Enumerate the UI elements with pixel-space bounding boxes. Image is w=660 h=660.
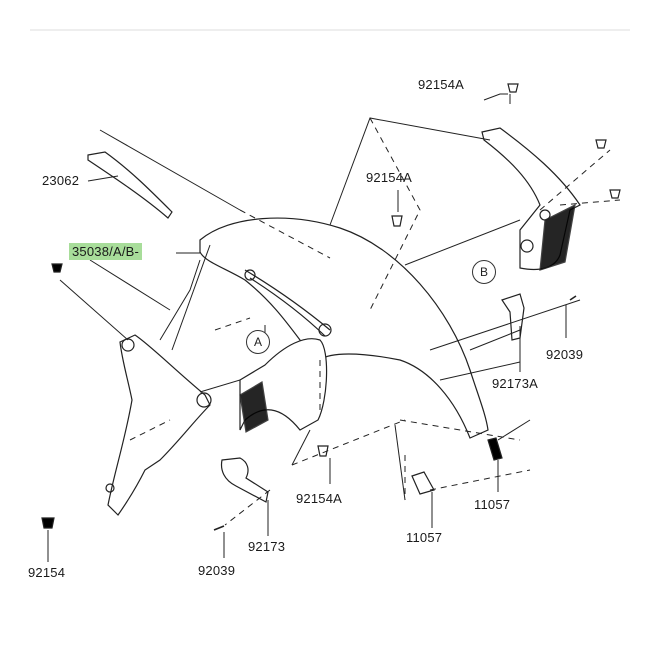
fender-strake xyxy=(244,269,331,331)
left-bracket-hole-right xyxy=(196,392,212,408)
leader-lines xyxy=(47,93,567,562)
dashed-alignment-lines xyxy=(129,117,621,526)
left-bracket-hole-bot xyxy=(105,483,115,493)
fender-mount-hole xyxy=(244,269,256,281)
clip-11057-right xyxy=(487,437,503,461)
label-92173: 92173 xyxy=(248,539,286,554)
label-23062: 23062 xyxy=(42,173,80,188)
fender-rear-panel-face xyxy=(239,381,269,433)
label-92154A-top: 92154A xyxy=(418,77,465,92)
label-92039-bot: 92039 xyxy=(198,563,236,578)
right-bracket-face xyxy=(539,203,576,271)
right-bracket-hole xyxy=(520,239,534,253)
fender-mount-hole-2 xyxy=(318,323,332,337)
fender-strake-2 xyxy=(249,277,326,337)
label-92154A-bot: 92154A xyxy=(296,491,343,506)
clip-11057-bot xyxy=(411,471,435,495)
bolt-icon xyxy=(41,83,621,531)
label-92039-right: 92039 xyxy=(546,347,584,362)
label-92154: 92154 xyxy=(28,565,66,580)
clamp-92173 xyxy=(220,457,269,503)
rubber-strip xyxy=(87,151,173,219)
left-bracket-hole-top xyxy=(121,338,135,352)
label-11057-bot: 11057 xyxy=(406,530,443,545)
left-bracket xyxy=(107,334,211,516)
label-92173A: 92173A xyxy=(492,376,539,391)
alignment-lines xyxy=(59,117,581,501)
label-11057-right: 11057 xyxy=(474,497,511,512)
callout-b: B xyxy=(472,260,496,284)
front-fender xyxy=(199,217,489,439)
callout-a: A xyxy=(246,330,270,354)
right-bracket-hole-2 xyxy=(539,209,551,221)
label-92154A-mid: 92154A xyxy=(366,170,413,185)
label-35038-highlighted: 35038/A/B- xyxy=(69,243,143,260)
